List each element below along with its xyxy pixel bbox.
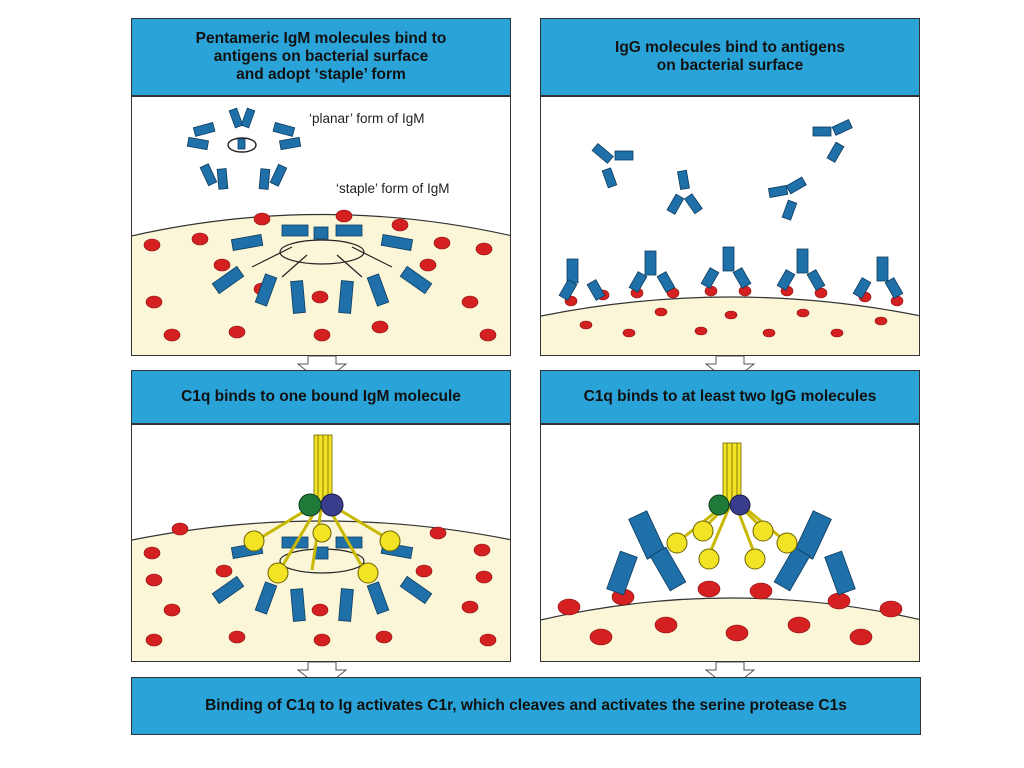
header-line: antigens on bacterial surface xyxy=(213,48,429,65)
igm-binding-illustration xyxy=(132,107,510,355)
c1q-igg-illustration xyxy=(541,442,919,661)
header-line: and adopt ‘staple’ form xyxy=(236,66,406,83)
header-line: C1q binds to one bound IgM molecule xyxy=(181,388,461,405)
panel-c1q-igm xyxy=(131,424,511,662)
panel-header-c1q-igm: C1q binds to one bound IgM molecule xyxy=(131,370,511,424)
panel-header-igm-binding: Pentameric IgM molecules bind to antigen… xyxy=(131,18,511,96)
panel-igm-binding: ‘planar’ form of IgM ‘staple’ form of Ig… xyxy=(131,96,511,356)
header-line: on bacterial surface xyxy=(656,57,804,74)
panel-c1q-igg xyxy=(540,424,920,662)
header-line: IgG molecules bind to antigens xyxy=(615,39,845,56)
panel-igg-binding xyxy=(540,96,920,356)
header-line: C1q binds to at least two IgG molecules xyxy=(583,388,877,405)
header-line: Pentameric IgM molecules bind to xyxy=(195,30,447,47)
planar-igm-label: ‘planar’ form of IgM xyxy=(309,111,425,126)
panel-header-c1q-igg: C1q binds to at least two IgG molecules xyxy=(540,370,920,424)
footer-text: Binding of C1q to Ig activates C1r, whic… xyxy=(205,697,847,714)
panel-header-igg-binding: IgG molecules bind to antigens on bacter… xyxy=(540,18,920,96)
igg-binding-illustration xyxy=(541,119,919,355)
footer-summary: Binding of C1q to Ig activates C1r, whic… xyxy=(131,677,921,735)
staple-igm-label: ‘staple’ form of IgM xyxy=(336,181,450,196)
c1q-igm-illustration xyxy=(132,434,510,661)
